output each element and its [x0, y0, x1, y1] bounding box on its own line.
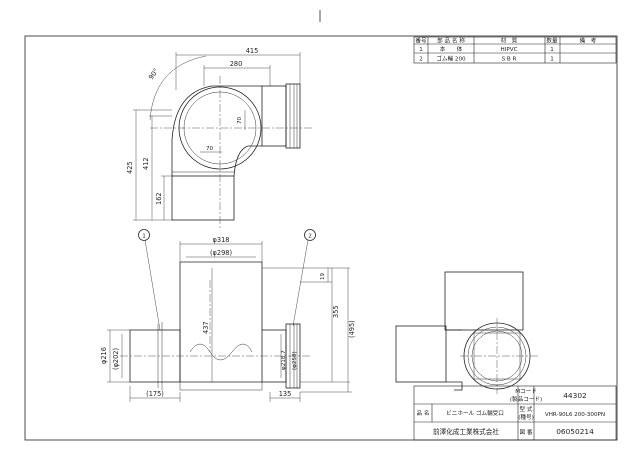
dim-dia-218-7: φ218.7 — [281, 350, 287, 370]
mcode-label-2: (製品コード) — [510, 395, 542, 403]
dim-height-437: 437 — [202, 321, 210, 334]
drawing-number-label: 図 番 — [520, 429, 533, 436]
dim-dia-318: φ318 — [213, 236, 230, 244]
mcode-label-1: Mコード — [515, 388, 537, 395]
dim-offset-70-bottom: 70 — [206, 146, 214, 152]
dim-dia-298: (φ298) — [210, 249, 232, 257]
dim-dia-216: φ216 — [100, 347, 108, 364]
table-row-2-material: S B R — [502, 57, 517, 63]
balloon-part-2 — [304, 229, 316, 241]
dim-height-425: 425 — [126, 161, 134, 174]
product-name: ビニホール ゴム輪受口 — [446, 409, 504, 417]
dim-width-280: 280 — [230, 60, 243, 68]
table-row-1-material: HIPVC — [501, 47, 518, 53]
table-header-quantity: 数量 — [546, 37, 558, 45]
table-header-part-name: 部 品 名 称 — [437, 37, 465, 45]
dim-length-175: (175) — [146, 390, 164, 398]
table-row-2-quantity: 1 — [550, 57, 554, 63]
model-label-1: 型 式 — [520, 405, 533, 413]
dim-angle-90: 90° — [147, 67, 160, 81]
name-label: 品 名 — [417, 409, 430, 417]
drawing-border — [24, 35, 618, 441]
dim-offset-70-right: 70 — [237, 116, 243, 124]
table-row-2-number: 2 — [419, 57, 423, 63]
title-block: Mコード (製品コード) 44302 品 名 ビニホール ゴム輪受口 型 式 (… — [413, 385, 617, 441]
dim-dia-202: (φ202) — [112, 348, 120, 370]
dim-height-412: 412 — [142, 157, 150, 170]
dim-height-162: 162 — [155, 192, 163, 205]
drawing-number: 06050214 — [556, 427, 594, 436]
table-row-2-part-name: ゴム輪 200 — [436, 55, 466, 63]
model-label-2: (種号) — [518, 413, 534, 421]
parts-table: 番号 部 品 名 称 材 質 数量 備 考 1 本 体 HIPVC 1 2 ゴム… — [413, 37, 617, 64]
dim-width-415: 415 — [246, 47, 259, 55]
mcode-value: 44302 — [563, 391, 587, 400]
company-name: 前澤化成工業株式会社 — [433, 427, 499, 436]
balloon-part-1 — [138, 229, 150, 241]
table-header-number: 番号 — [415, 38, 427, 45]
dim-dia-258: (φ258) — [292, 351, 298, 370]
balloon-part-1-label: 1 — [142, 234, 146, 240]
tee-front-view: φ318 (φ298) 437 19 355 (495) φ216 (φ202)… — [100, 229, 356, 402]
model-value: VHR-90L6 200-300PN — [545, 412, 605, 418]
dim-gap-19: 19 — [320, 272, 326, 280]
dim-length-135: 135 — [279, 390, 292, 398]
balloon-part-2-label: 2 — [308, 234, 312, 240]
table-row-1-part-name: 本 体 — [440, 45, 463, 53]
tee-side-view — [395, 271, 538, 394]
table-row-1-quantity: 1 — [550, 47, 554, 53]
table-header-material: 材 質 — [501, 37, 518, 45]
table-header-remarks: 備 考 — [580, 37, 597, 45]
elbow-side-view: 70 70 415 280 90° 425 412 162 — [126, 47, 312, 228]
dim-height-355: 355 — [332, 305, 340, 318]
table-row-1-number: 1 — [419, 47, 423, 53]
dim-height-495: (495) — [348, 320, 356, 338]
